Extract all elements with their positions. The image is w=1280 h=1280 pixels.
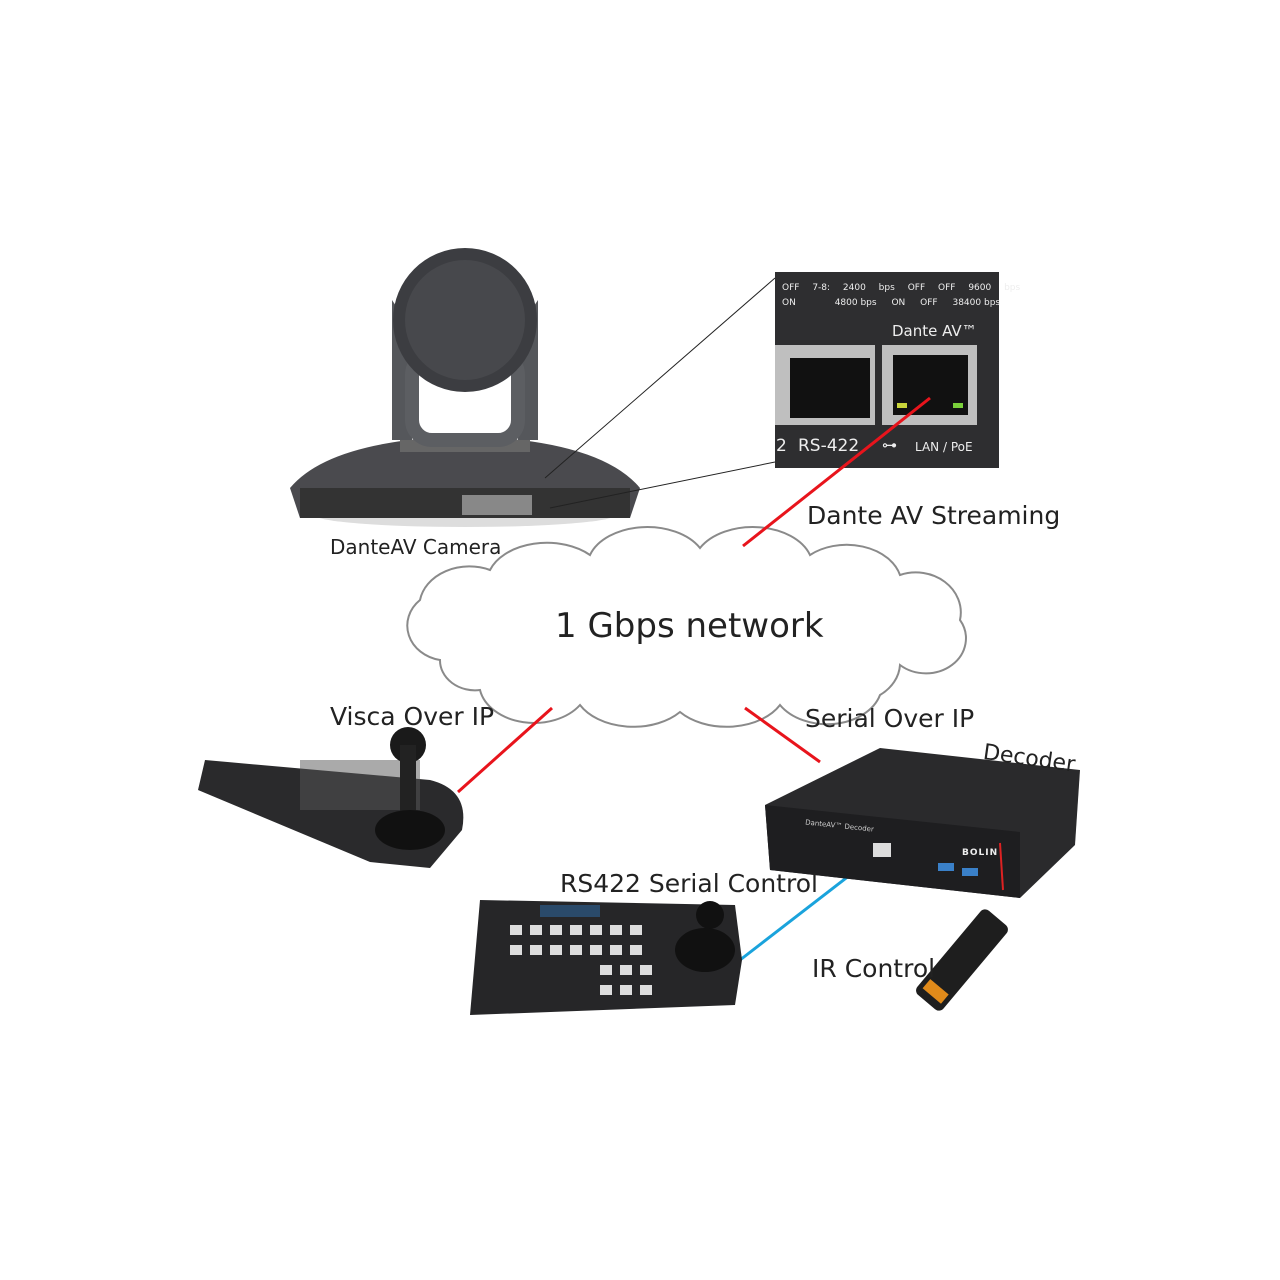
visca-label: Visca Over IP: [330, 702, 495, 731]
rs422-ptz-keyboard: [470, 900, 742, 1015]
dip-text: OFF: [938, 283, 956, 293]
dip-switch-row-1: OFF 7-8: 2400 bps OFF OFF 9600 bps: [782, 283, 1020, 293]
dip-text: ON: [782, 298, 796, 308]
camera-port-inset: [775, 272, 999, 468]
visca-ptz-keyboard: [198, 727, 464, 868]
dip-text: 7-8:: [812, 283, 831, 293]
network-cloud: [406, 526, 967, 728]
dip-text: OFF: [907, 283, 926, 293]
decoder-brand-logo: BOLIN: [962, 848, 999, 858]
ir-remote: [916, 909, 1008, 1011]
port-label-rs422: RS-422: [798, 436, 860, 456]
callout-line: [549, 461, 776, 509]
callout-line: [544, 277, 776, 479]
dip-text: OFF: [782, 283, 800, 293]
dip-text: OFF: [920, 298, 938, 308]
visca-link: [457, 706, 553, 794]
decoder-device: [765, 748, 1080, 898]
dip-switch-row-2: ON 4800 bps ON OFF 38400 bps: [782, 298, 1000, 308]
ir-control-label: IR Control: [812, 954, 936, 983]
dip-text: 4800 bps: [834, 298, 877, 308]
rs422-label: RS422 Serial Control: [560, 869, 818, 898]
serial-over-ip-label: Serial Over IP: [805, 704, 975, 733]
dip-text: 9600 bps: [968, 283, 1021, 293]
camera-label: DanteAV Camera: [330, 535, 502, 559]
dante-av-badge: Dante AV™: [892, 322, 977, 340]
dip-text: 38400 bps: [952, 298, 1001, 308]
dante-av-camera: [290, 248, 640, 527]
port-label: 2: [776, 436, 787, 456]
network-label: 1 Gbps network: [555, 606, 824, 646]
lan-network-icon: ⊶: [882, 436, 897, 454]
dip-text: 2400 bps: [842, 283, 895, 293]
dip-text: ON: [891, 298, 906, 308]
dante-streaming-label: Dante AV Streaming: [807, 501, 1061, 530]
serial-ip-link: [744, 706, 821, 764]
dante-streaming-link: [742, 396, 931, 548]
port-label-lan: LAN / PoE: [915, 440, 973, 454]
